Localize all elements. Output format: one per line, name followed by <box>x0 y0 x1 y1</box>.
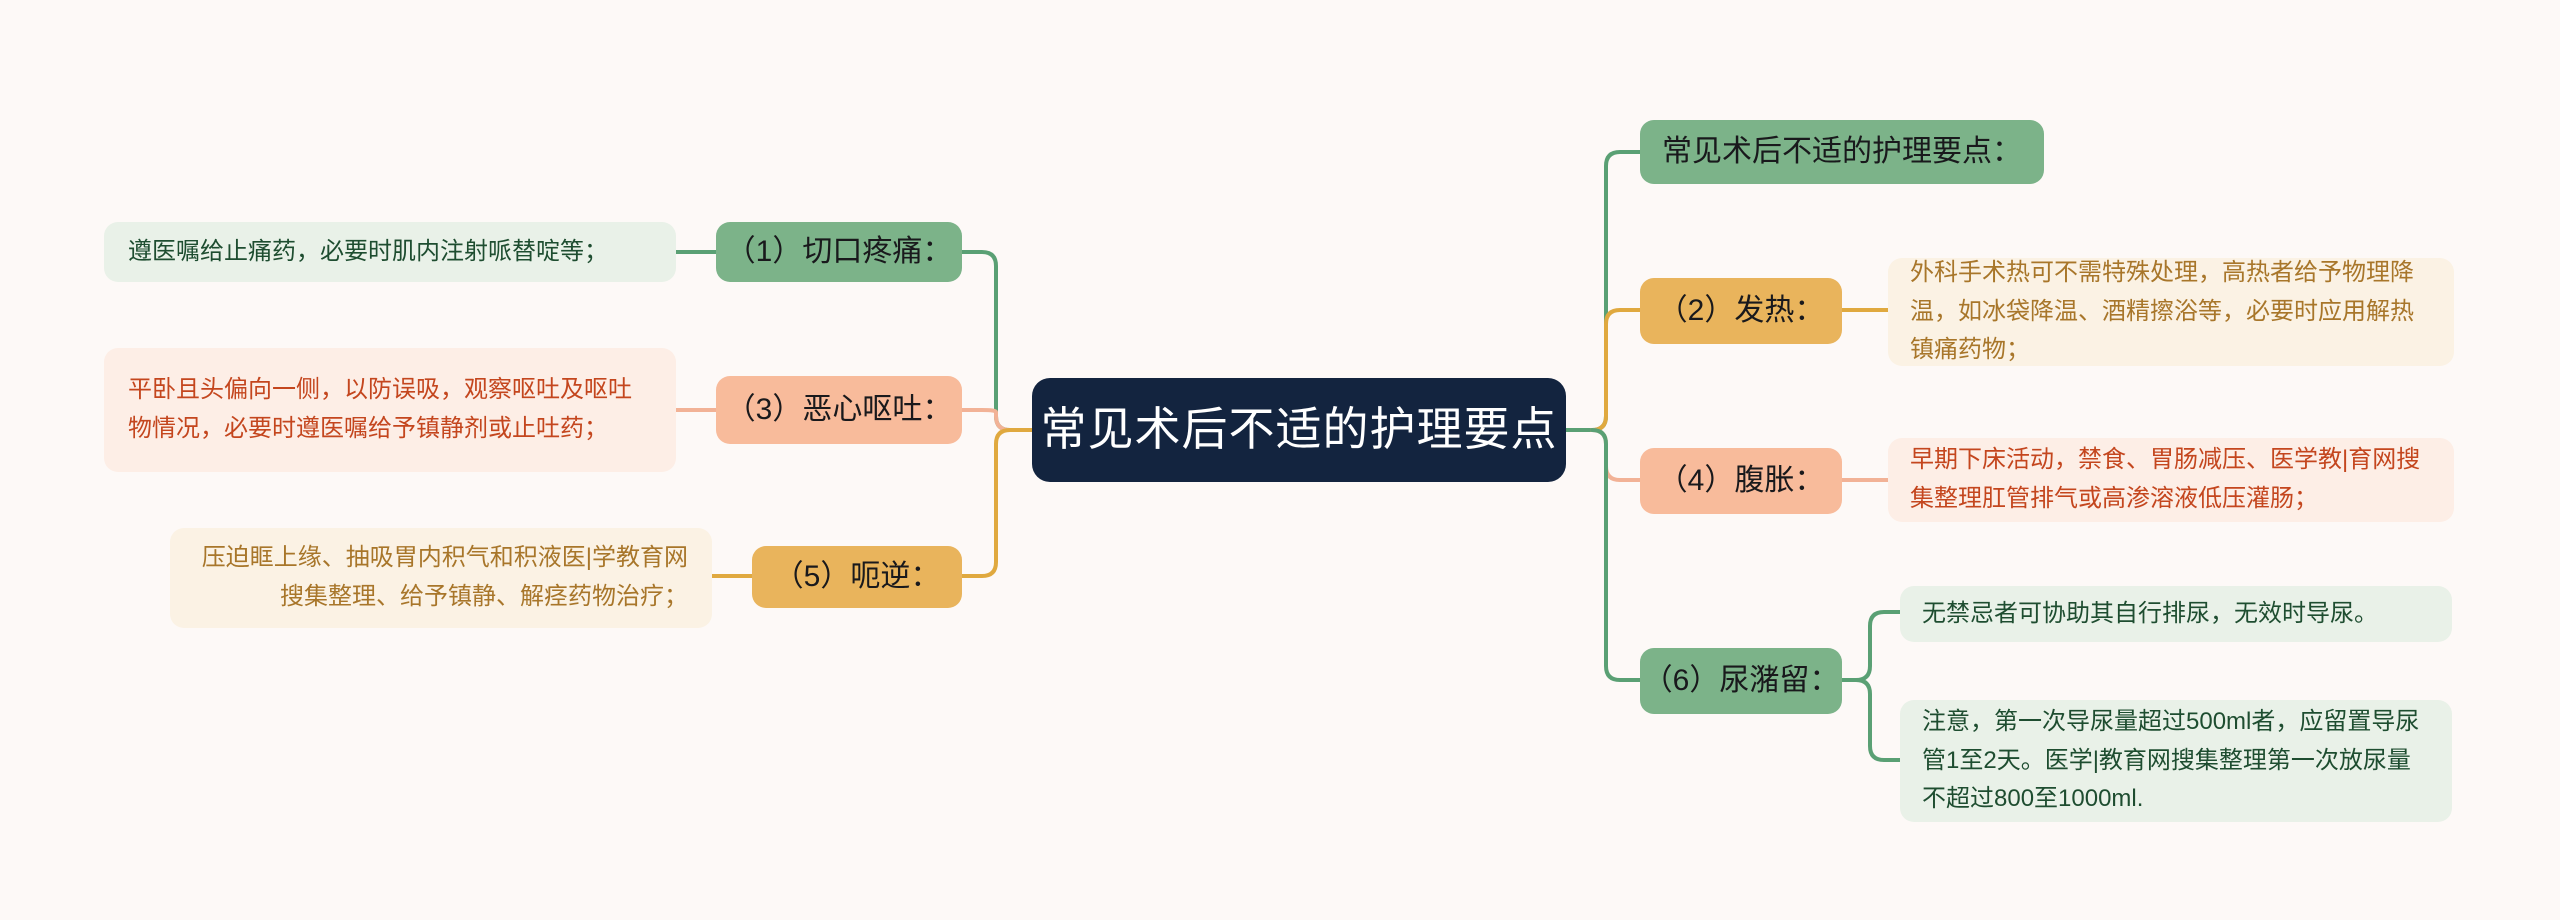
leaf-text-urinary-retention-2: 注意，第一次导尿量超过500ml者，应留置导尿管1至2天。医学|教育网搜集整理第… <box>1922 707 2420 813</box>
branch-label-hiccup: （5）呃逆： <box>773 560 941 594</box>
branch-label-abdominal-distension: （4）腹胀： <box>1657 464 1825 498</box>
branch-node-overview[interactable]: 常见术后不适的护理要点： <box>1640 120 2044 184</box>
branch-label-nausea-vomiting: （3）恶心呕吐： <box>725 393 953 427</box>
leaf-text-abdominal-distension: 早期下床活动，禁食、胃肠减压、医学教|育网搜集整理肛管排气或高渗溶液低压灌肠； <box>1910 446 2421 512</box>
branch-node-abdominal-distension[interactable]: （4）腹胀： <box>1640 448 1842 514</box>
leaf-text-nausea-vomiting: 平卧且头偏向一侧，以防误吸，观察呕吐及呕吐物情况，必要时遵医嘱给予镇静剂或止吐药… <box>128 376 632 442</box>
leaf-box-nausea-vomiting[interactable]: 平卧且头偏向一侧，以防误吸，观察呕吐及呕吐物情况，必要时遵医嘱给予镇静剂或止吐药… <box>104 348 676 472</box>
branch-node-urinary-retention[interactable]: （6）尿潴留： <box>1640 648 1842 714</box>
leaf-text-fever: 外科手术热可不需特殊处理，高热者给予物理降温，如冰袋降温、酒精擦浴等，必要时应用… <box>1910 258 2414 364</box>
branch-label-fever: （2）发热： <box>1657 294 1825 328</box>
leaf-text-incision-pain: 遵医嘱给止痛药，必要时肌内注射哌替啶等； <box>128 237 608 265</box>
wire-right-overview <box>1590 150 1642 432</box>
leaf-text-urinary-retention-1: 无禁忌者可协助其自行排尿，无效时导尿。 <box>1922 599 2378 627</box>
wire-left-nausea <box>960 408 1034 432</box>
wire-right-urinary <box>1590 428 1642 682</box>
wire-right-abdominal <box>1590 428 1642 482</box>
root-label: 常见术后不适的护理要点 <box>1040 403 1558 456</box>
branch-node-nausea-vomiting[interactable]: （3）恶心呕吐： <box>716 376 962 444</box>
leaf-box-urinary-retention-2[interactable]: 注意，第一次导尿量超过500ml者，应留置导尿管1至2天。医学|教育网搜集整理第… <box>1900 700 2452 822</box>
leaf-box-incision-pain[interactable]: 遵医嘱给止痛药，必要时肌内注射哌替啶等； <box>104 222 676 282</box>
leaf-box-abdominal-distension[interactable]: 早期下床活动，禁食、胃肠减压、医学教|育网搜集整理肛管排气或高渗溶液低压灌肠； <box>1888 438 2454 522</box>
branch-label-incision-pain: （1）切口疼痛： <box>725 235 953 269</box>
leaf-box-fever[interactable]: 外科手术热可不需特殊处理，高热者给予物理降温，如冰袋降温、酒精擦浴等，必要时应用… <box>1888 258 2454 366</box>
branch-label-overview: 常见术后不适的护理要点： <box>1662 135 2022 169</box>
leaf-text-hiccup: 压迫眶上缘、抽吸胃内积气和积液医|学教育网搜集整理、给予镇静、解痉药物治疗； <box>201 544 688 610</box>
branch-node-incision-pain[interactable]: （1）切口疼痛： <box>716 222 962 282</box>
root-node[interactable]: 常见术后不适的护理要点 <box>1032 378 1566 482</box>
wire-right-fever <box>1590 308 1642 432</box>
branch-node-hiccup[interactable]: （5）呃逆： <box>752 546 962 608</box>
leaf-box-urinary-retention-1[interactable]: 无禁忌者可协助其自行排尿，无效时导尿。 <box>1900 586 2452 642</box>
leaf-box-hiccup[interactable]: 压迫眶上缘、抽吸胃内积气和积液医|学教育网搜集整理、给予镇静、解痉药物治疗； <box>170 528 712 628</box>
wire-left-hiccup <box>960 428 1034 578</box>
branch-label-urinary-retention: （6）尿潴留： <box>1642 664 1840 698</box>
branch-node-fever[interactable]: （2）发热： <box>1640 278 1842 344</box>
wire-left-incision-pain <box>960 250 1034 432</box>
wire-leaf-urinary-2 <box>1840 678 1902 762</box>
wire-leaf-urinary-1 <box>1840 610 1902 682</box>
